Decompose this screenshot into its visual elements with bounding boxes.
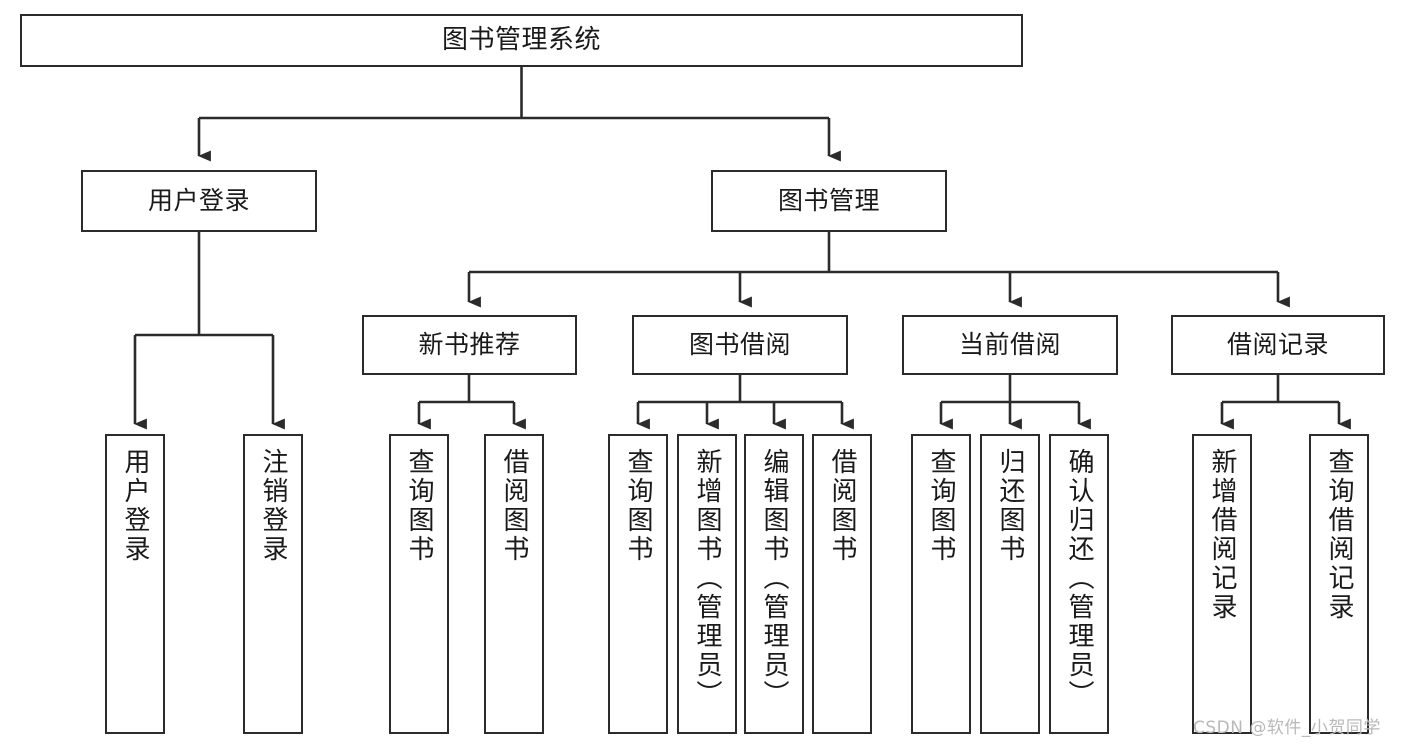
leaf-query-book-current[interactable]: 查询图书 — [911, 434, 971, 734]
leaf-user-login[interactable]: 用户登录 — [105, 434, 165, 734]
node-label: 借阅图书 — [827, 448, 857, 564]
node-label: 查询图书 — [404, 448, 434, 564]
node-label: 图书管理 — [777, 186, 880, 215]
node-label: 用户登录 — [147, 186, 250, 215]
node-book-management[interactable]: 图书管理 — [711, 170, 947, 232]
node-label: 编辑图书（管理员） — [759, 448, 789, 709]
leaf-edit-book-admin[interactable]: 编辑图书（管理员） — [744, 434, 804, 734]
node-borrow-record[interactable]: 借阅记录 — [1171, 315, 1385, 375]
node-label: 图书借阅 — [688, 330, 791, 359]
leaf-return-book[interactable]: 归还图书 — [980, 434, 1040, 734]
leaf-user-logout[interactable]: 注销登录 — [243, 434, 303, 734]
node-current-borrow[interactable]: 当前借阅 — [902, 315, 1118, 375]
node-label: 图书管理系统 — [441, 24, 601, 55]
node-label: 当前借阅 — [958, 330, 1061, 359]
node-new-book-recommendation[interactable]: 新书推荐 — [362, 315, 577, 375]
leaf-confirm-return-admin[interactable]: 确认归还（管理员） — [1049, 434, 1109, 734]
node-label: 用户登录 — [120, 448, 150, 564]
node-label: 查询图书 — [926, 448, 956, 564]
node-label: 借阅图书 — [499, 448, 529, 564]
node-label: 新书推荐 — [418, 330, 521, 359]
leaf-borrow-book-recommendation[interactable]: 借阅图书 — [484, 434, 544, 734]
leaf-borrow-book[interactable]: 借阅图书 — [812, 434, 872, 734]
node-label: 查询借阅记录 — [1324, 448, 1354, 622]
node-book-borrow[interactable]: 图书借阅 — [632, 315, 848, 375]
node-label: 归还图书 — [995, 448, 1025, 564]
leaf-query-book-recommendation[interactable]: 查询图书 — [389, 434, 449, 734]
node-label: 借阅记录 — [1226, 330, 1329, 359]
node-user-login[interactable]: 用户登录 — [81, 170, 317, 232]
leaf-query-borrow-record[interactable]: 查询借阅记录 — [1309, 434, 1369, 734]
node-root-book-management-system[interactable]: 图书管理系统 — [20, 14, 1023, 67]
leaf-query-book-borrow[interactable]: 查询图书 — [608, 434, 668, 734]
node-label: 新增图书（管理员） — [692, 448, 722, 709]
leaf-add-book-admin[interactable]: 新增图书（管理员） — [677, 434, 737, 734]
node-label: 新增借阅记录 — [1207, 448, 1237, 622]
leaf-add-borrow-record[interactable]: 新增借阅记录 — [1192, 434, 1252, 734]
csdn-watermark: CSDN @软件_小贺同学 — [1193, 718, 1381, 738]
node-label: 查询图书 — [623, 448, 653, 564]
node-label: 确认归还（管理员） — [1064, 448, 1094, 709]
node-label: 注销登录 — [258, 448, 288, 564]
